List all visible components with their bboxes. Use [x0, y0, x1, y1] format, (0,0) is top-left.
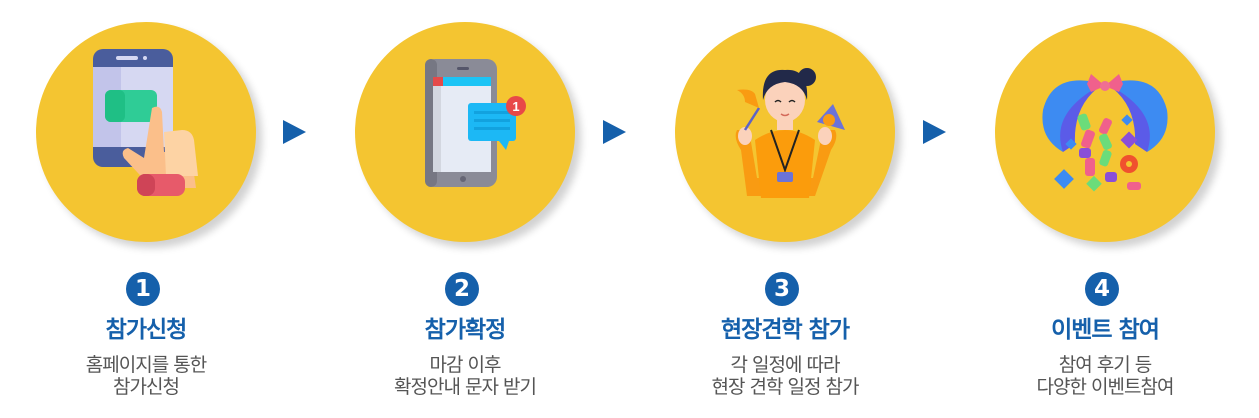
step-description: 각 일정에 따라 현장 견학 일정 참가 — [655, 354, 915, 398]
step-2-circle: 1 — [355, 22, 575, 242]
svg-text:1: 1 — [512, 99, 519, 114]
step-title: 이벤트 참여 — [1051, 317, 1160, 343]
description-line: 홈페이지를 통한 — [85, 354, 207, 376]
phone-message-icon: 1 — [425, 59, 526, 187]
step-description: 마감 이후 확정안내 문자 받기 — [335, 354, 595, 398]
step-description: 홈페이지를 통한 참가신청 — [16, 354, 276, 398]
step-title: 참가신청 — [105, 317, 188, 343]
confetti-gift-icon — [1042, 74, 1168, 192]
next-arrow-icon — [283, 120, 306, 144]
step-2: 1 2 참가확정 마감 이후 확정안내 문자 받기 — [335, 0, 595, 418]
step-3: 3 현장견학 참가 각 일정에 따라 현장 견학 일정 참가 — [655, 0, 915, 418]
step-title: 현장견학 참가 — [721, 317, 850, 343]
description-line: 현장 견학 일정 참가 — [711, 376, 860, 398]
step-description: 참여 후기 등 다양한 이벤트참여 — [975, 354, 1235, 398]
step-number-badge: 4 — [1085, 272, 1119, 306]
step-number-badge: 2 — [445, 272, 479, 306]
step-1-circle — [36, 22, 256, 242]
description-line: 참가신청 — [113, 376, 180, 398]
next-arrow-icon — [603, 120, 626, 144]
description-line: 확정안내 문자 받기 — [394, 376, 537, 398]
step-number-badge: 1 — [126, 272, 160, 306]
step-4: 4 이벤트 참여 참여 후기 등 다양한 이벤트참여 — [975, 0, 1235, 418]
step-3-circle — [675, 22, 895, 242]
description-line: 마감 이후 — [429, 354, 502, 376]
next-arrow-icon — [923, 120, 946, 144]
step-1: 1 참가신청 홈페이지를 통한 참가신청 — [16, 0, 276, 418]
guide-person-icon — [735, 68, 845, 198]
step-4-circle — [995, 22, 1215, 242]
step-number-badge: 3 — [765, 272, 799, 306]
description-line: 참여 후기 등 — [1058, 354, 1152, 376]
step-title: 참가확정 — [424, 317, 507, 343]
description-line: 다양한 이벤트참여 — [1036, 376, 1175, 398]
phone-tap-icon — [93, 49, 198, 196]
description-line: 각 일정에 따라 — [730, 354, 841, 376]
